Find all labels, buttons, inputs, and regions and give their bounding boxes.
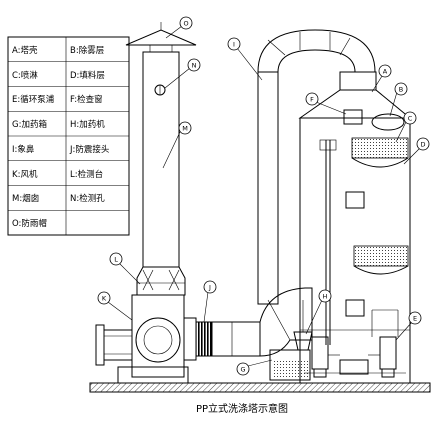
tower-shell bbox=[299, 117, 411, 384]
legend-f: F:检查窗 bbox=[70, 94, 103, 105]
callout-i: I bbox=[233, 41, 235, 49]
dosing-tank bbox=[269, 349, 311, 381]
legend-c: C:喷淋 bbox=[12, 70, 38, 81]
callout-h: H bbox=[323, 293, 328, 301]
diagram-caption: PP立式洗涤塔示意图 bbox=[196, 402, 288, 415]
fan-stand bbox=[117, 366, 189, 384]
legend-table: A:塔壳 B:除雾层 C:喷淋 D:填料层 E:循环泵浦 F:检查窗 G:加药箱… bbox=[7, 36, 130, 236]
legend-k: K:风机 bbox=[12, 169, 38, 180]
rain-cap bbox=[125, 29, 197, 46]
circulation-pumps bbox=[311, 309, 399, 378]
legend-j: J:防震接头 bbox=[69, 144, 110, 155]
duct-inlet bbox=[195, 287, 313, 357]
dosing-machine bbox=[293, 331, 313, 351]
inspection-window bbox=[343, 109, 363, 125]
demister bbox=[371, 113, 405, 131]
ground-base bbox=[89, 382, 431, 393]
tower bbox=[298, 89, 412, 384]
legend-o: O:防雨帽 bbox=[12, 218, 47, 229]
callout-m: M bbox=[182, 125, 188, 133]
legend-n: N:检测孔 bbox=[70, 193, 105, 204]
packing-layer bbox=[351, 157, 409, 168]
legend-e: E:循环泵浦 bbox=[12, 94, 55, 105]
legend-h: H:加药机 bbox=[70, 119, 105, 130]
callout-a: A bbox=[383, 68, 388, 76]
dosing-equipment bbox=[269, 300, 313, 381]
callout-o: O bbox=[183, 20, 188, 28]
callouts: O N M I A B F C D E H G bbox=[97, 16, 430, 376]
anti-vibration-joint bbox=[195, 321, 213, 357]
callout-c: C bbox=[408, 115, 413, 123]
legend-m: M:烟囱 bbox=[12, 193, 39, 204]
callout-b: B bbox=[399, 86, 403, 94]
callout-n: N bbox=[192, 62, 197, 70]
legend-g: G:加药箱 bbox=[12, 119, 47, 130]
callout-j: J bbox=[208, 284, 211, 292]
callout-k: K bbox=[102, 295, 107, 303]
legend-b: B:除雾层 bbox=[70, 45, 104, 56]
fan-motor bbox=[103, 329, 133, 361]
spray-layer bbox=[351, 137, 409, 159]
callout-g: G bbox=[240, 366, 245, 374]
legend-a: A:塔壳 bbox=[12, 45, 38, 56]
legend-d: D:填料层 bbox=[70, 70, 105, 81]
fan bbox=[95, 294, 197, 384]
callout-d: D bbox=[420, 141, 425, 149]
legend-i: I:象鼻 bbox=[12, 144, 35, 155]
callout-l: L bbox=[114, 256, 118, 264]
chimney bbox=[125, 22, 197, 296]
callout-f: F bbox=[310, 96, 314, 104]
legend-l: L:检测台 bbox=[70, 169, 103, 180]
callout-e: E bbox=[413, 315, 417, 323]
